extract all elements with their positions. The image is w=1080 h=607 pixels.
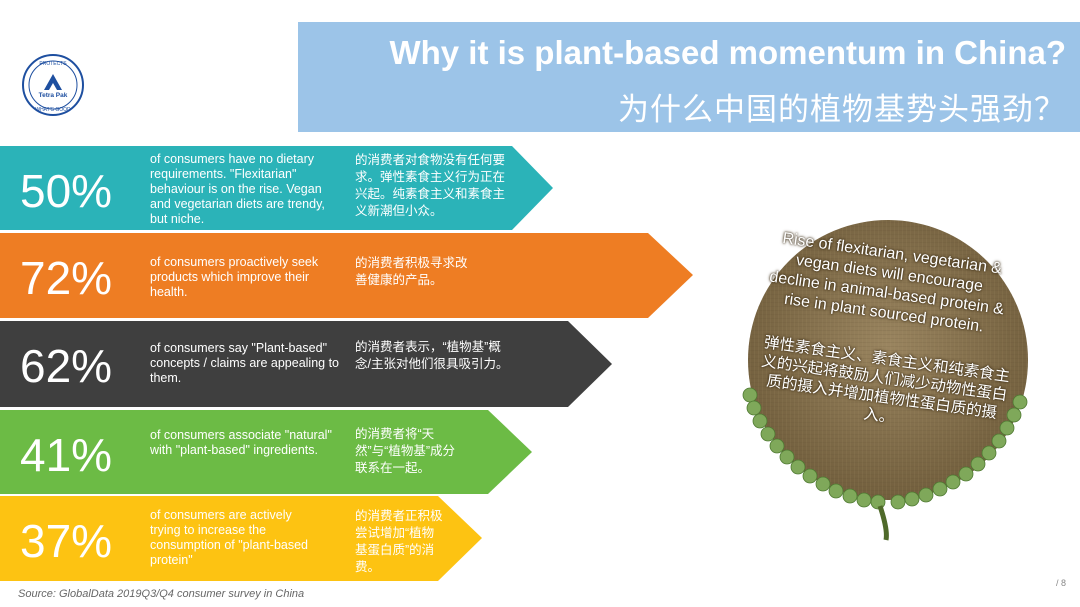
stat-band-4: 41% of consumers associate "natural" wit… <box>0 410 540 494</box>
band-arrow-3 <box>0 321 612 407</box>
band-arrow-1 <box>0 146 553 230</box>
stat-percent-5: 37% <box>20 515 113 567</box>
stat-chinese-1: 的消费者对食物没有任何要求。弹性素食主义行为正在兴起。纯素食主义和素食主义新潮但… <box>355 153 506 218</box>
stat-chinese-3: 的消费者表示，“植物基”概念/主张对他们很具吸引力。 <box>355 340 509 371</box>
page-number: / 8 <box>1056 578 1067 588</box>
stat-chinese-5: 的消费者正积极尝试增加“植物基蛋白质”的消费。 <box>355 509 443 574</box>
band-arrow-5 <box>0 496 482 581</box>
stat-english-1: of consumers have no dietary requirement… <box>150 152 325 226</box>
stat-chinese-2: 的消费者积极寻求改善健康的产品。 <box>355 256 468 287</box>
stat-percent-3: 62% <box>20 340 113 392</box>
logo-brand: Tetra Pak <box>39 92 68 99</box>
title-banner: Why it is plant-based momentum in China?… <box>298 22 1080 132</box>
title-chinese: 为什么中国的植物基势头强劲？ <box>618 92 1066 127</box>
logo-top-text: PROTECTS <box>39 61 67 67</box>
stat-chinese-4: 的消费者将“天然”与“植物基”成分联系在一起。 <box>355 427 455 475</box>
stat-band-2: 72% of consumers proactively seek produc… <box>0 233 700 318</box>
source-note: Source: GlobalData 2019Q3/Q4 consumer su… <box>18 588 305 600</box>
stat-band-3: 62% of consumers say "Plant-based" conce… <box>0 321 620 407</box>
stat-band-1: 50% of consumers have no dietary require… <box>0 146 560 230</box>
title-english: Why it is plant-based momentum in China? <box>389 34 1066 71</box>
stat-english-3: of consumers say "Plant-based" concepts … <box>150 341 339 385</box>
stat-english-5: of consumers are actively trying to incr… <box>150 508 309 567</box>
stat-percent-2: 72% <box>20 252 113 304</box>
band-arrow-2 <box>0 233 693 318</box>
logo-bottom-text: WHAT'S GOOD <box>35 107 71 113</box>
stat-english-2: of consumers proactively seek products w… <box>150 255 319 299</box>
stat-percent-4: 41% <box>20 429 113 481</box>
burlap-circle-illustration <box>730 210 1050 550</box>
stat-percent-1: 50% <box>20 165 113 217</box>
band-arrow-4 <box>0 410 532 494</box>
tetra-pak-logo: Tetra Pak PROTECTS WHAT'S GOOD <box>22 54 84 116</box>
stat-band-5: 37% of consumers are actively trying to … <box>0 496 490 581</box>
stat-english-4: of consumers associate "natural" with "p… <box>150 428 332 457</box>
